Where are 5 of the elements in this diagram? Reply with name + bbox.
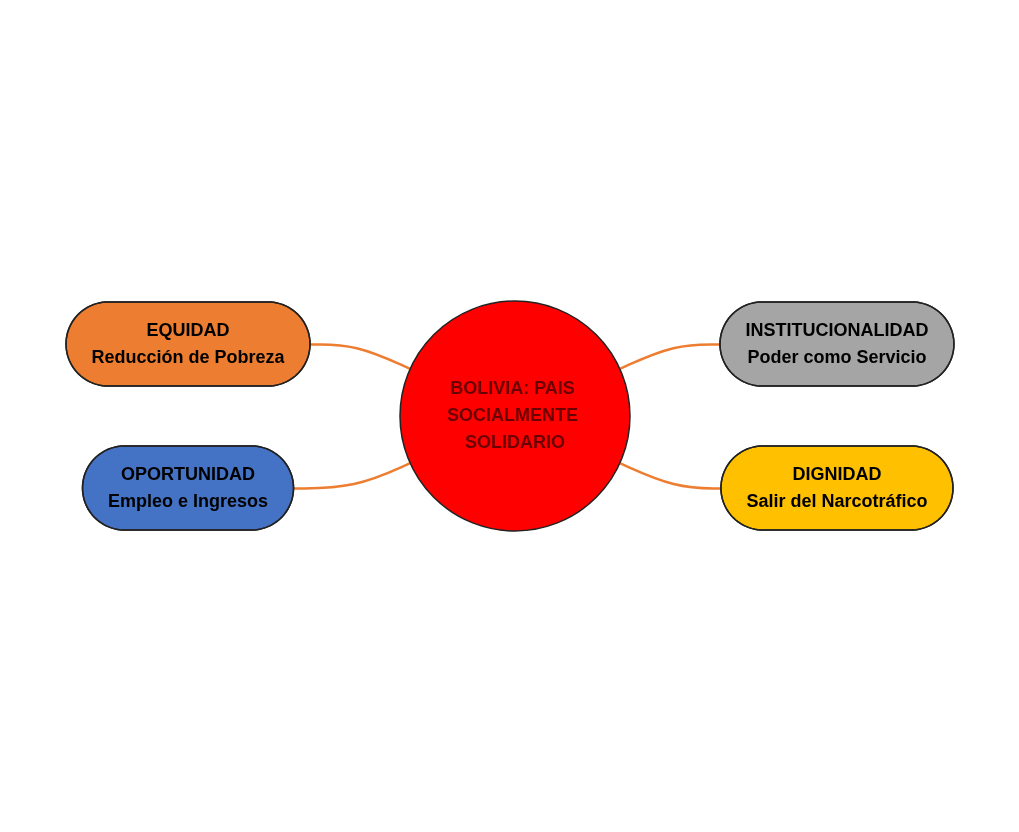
connector — [293, 462, 411, 490]
connector — [618, 343, 720, 370]
connector — [310, 343, 411, 370]
node-circle: BOLIVIA: PAIS SOCIALMENTE SOLIDARIO — [398, 300, 631, 532]
connector — [618, 462, 721, 490]
